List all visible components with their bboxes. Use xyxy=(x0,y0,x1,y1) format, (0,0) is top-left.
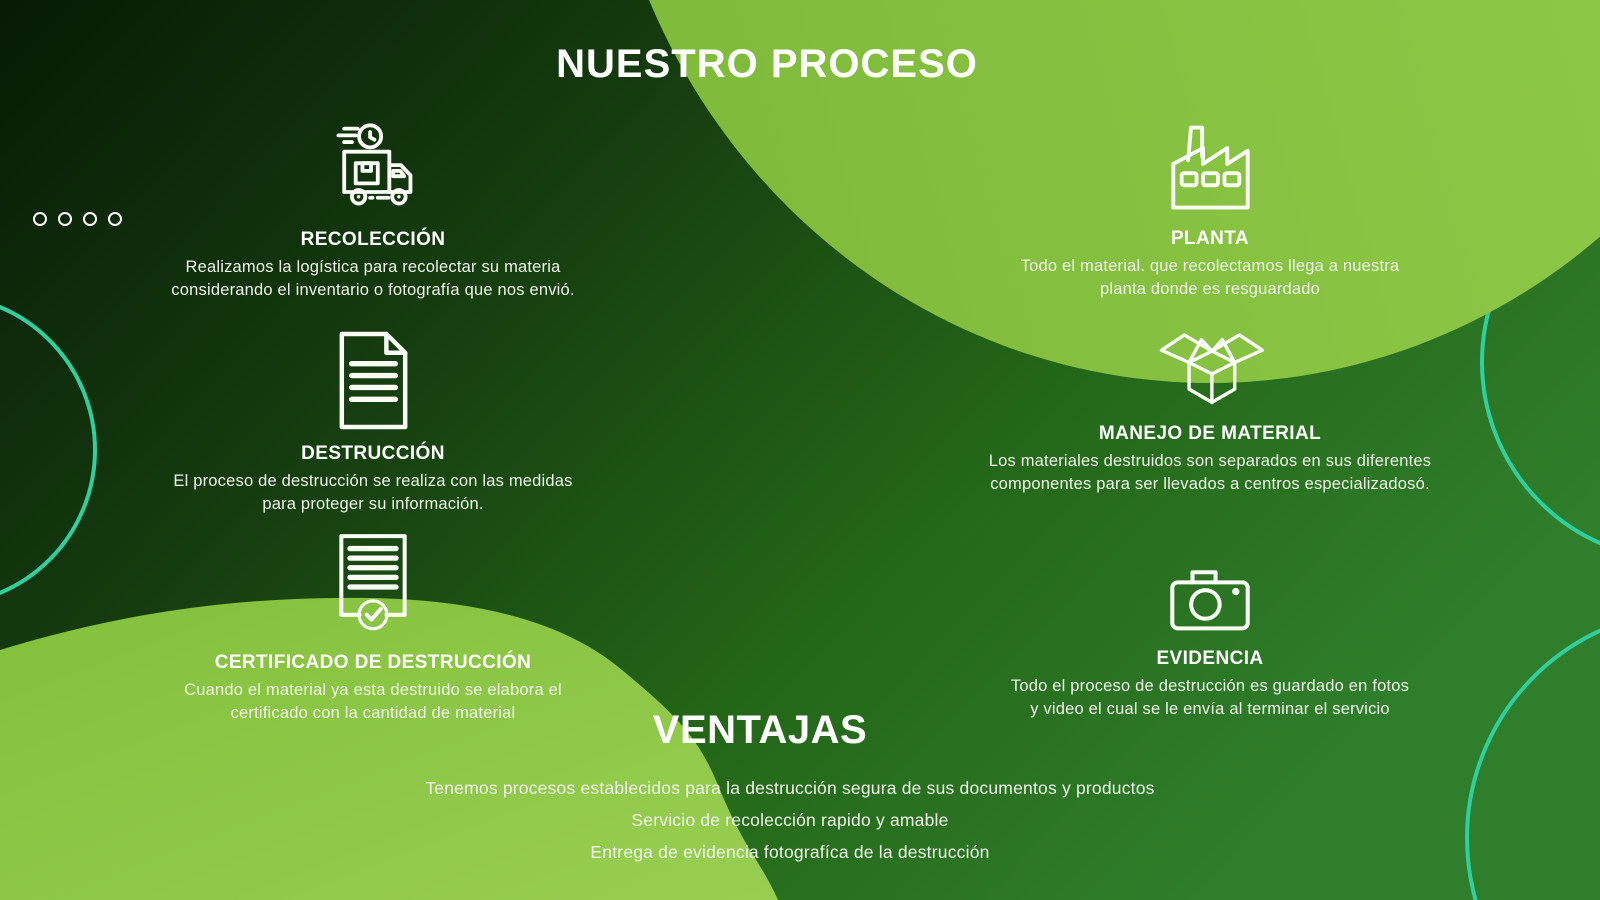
step-title: RECOLECCIÓN xyxy=(300,229,446,250)
indicator-dot xyxy=(108,212,122,226)
step-title: EVIDENCIA xyxy=(1156,648,1264,669)
teal-ring-right xyxy=(1480,178,1600,546)
blob-bottom-left xyxy=(0,597,778,900)
indicator-dot xyxy=(33,212,47,226)
ventaja-item: Tenemos procesos establecidos para la de… xyxy=(425,778,1155,798)
process-step-recoleccion: RECOLECCIÓN Realizamos la logística para… xyxy=(103,120,643,301)
teal-ring-bottom-right xyxy=(1465,628,1600,900)
process-step-certificado: CERTIFICADO DE DESTRUCCIÓN Cuando el mat… xyxy=(103,532,643,724)
step-title: MANEJO DE MATERIAL xyxy=(1098,423,1322,444)
open-box-icon xyxy=(1159,333,1264,405)
slide-indicator-dots xyxy=(33,212,122,226)
step-title: PLANTA xyxy=(1170,228,1250,249)
ventajas-list: Tenemos procesos establecidos para la de… xyxy=(0,772,1580,868)
camera-icon xyxy=(1170,570,1250,631)
ventaja-item: Entrega de evidencia fotografíca de la d… xyxy=(590,842,990,862)
process-step-planta: PLANTA Todo el material. que recolectamo… xyxy=(940,122,1480,300)
indicator-dot xyxy=(83,212,97,226)
ventajas-title: VENTAJAS xyxy=(652,708,868,752)
page-title: NUESTRO PROCESO xyxy=(556,42,978,86)
factory-icon xyxy=(1170,125,1250,210)
process-step-manejo: MANEJO DE MATERIAL Los materiales destru… xyxy=(940,318,1480,495)
delivery-truck-icon xyxy=(336,123,413,206)
ventaja-item: Servicio de recolección rapido y amable xyxy=(631,810,949,830)
step-description: Todo el material. que recolectamos llega… xyxy=(1020,257,1400,298)
certificate-icon xyxy=(339,534,407,631)
step-title: CERTIFICADO DE DESTRUCCIÓN xyxy=(214,652,532,673)
step-description: Los materiales destruidos son separados … xyxy=(988,452,1432,493)
step-title: DESTRUCCIÓN xyxy=(301,443,445,464)
step-description: El proceso de destrucción se realiza con… xyxy=(173,472,573,513)
process-step-destruccion: DESTRUCCIÓN El proceso de destrucción se… xyxy=(103,331,643,515)
step-description: Cuando el material ya esta destruido se … xyxy=(184,681,562,722)
document-icon xyxy=(339,331,407,430)
step-description: Realizamos la logística para recolectar … xyxy=(171,258,575,299)
step-description: Todo el proceso de destrucción es guarda… xyxy=(1010,677,1410,718)
process-step-evidencia: EVIDENCIA Todo el proceso de destrucción… xyxy=(940,545,1480,720)
indicator-dot xyxy=(58,212,72,226)
blob-top-right xyxy=(649,0,1600,383)
teal-ring-left xyxy=(0,304,97,596)
